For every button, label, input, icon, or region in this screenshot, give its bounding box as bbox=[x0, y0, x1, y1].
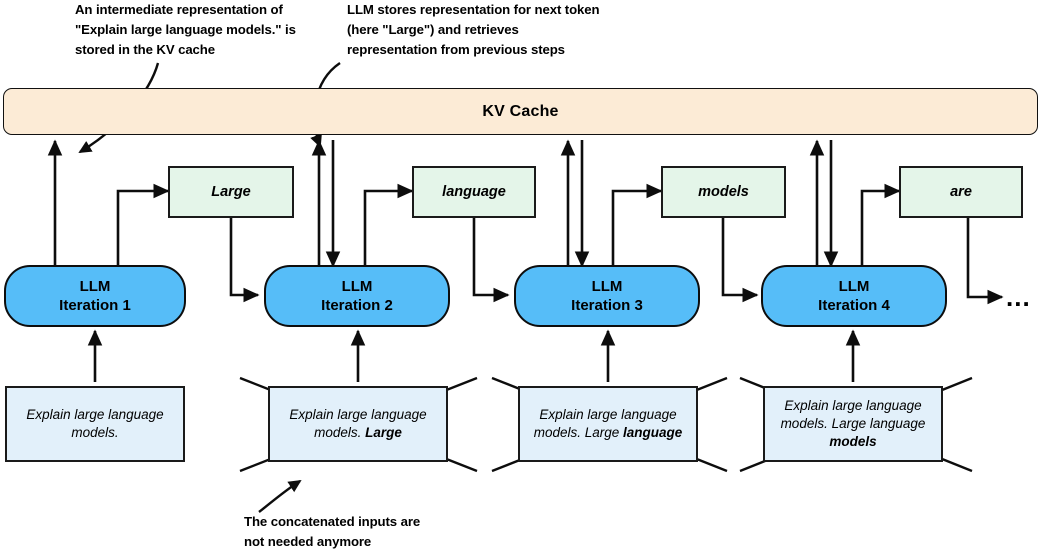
input-box-iteration-3[interactable]: Explain large language models. Large lan… bbox=[518, 386, 698, 462]
input-1-prefix: Explain large language models. bbox=[26, 407, 164, 440]
llm-iteration-4-box[interactable]: LLM Iteration 4 bbox=[761, 265, 947, 327]
input-2-prefix: Explain large language models. bbox=[289, 407, 427, 440]
llm-iteration-2-box[interactable]: LLM Iteration 2 bbox=[264, 265, 450, 327]
llm-iteration-2-line1: LLM bbox=[341, 277, 373, 295]
token-box-language[interactable]: language bbox=[412, 166, 536, 218]
llm-iteration-1-line1: LLM bbox=[79, 277, 111, 295]
annotation-concatenated-inputs: The concatenated inputs are not needed a… bbox=[244, 514, 421, 550]
llm-iteration-1-line2: Iteration 1 bbox=[59, 296, 131, 314]
llm-iteration-4-line2: Iteration 4 bbox=[818, 296, 890, 314]
kv-cache-bar[interactable]: KV Cache bbox=[3, 88, 1038, 135]
llm-iteration-3-line2: Iteration 3 bbox=[571, 296, 643, 314]
input-4-new-token: models bbox=[829, 433, 877, 449]
llm-iteration-3-line1: LLM bbox=[591, 277, 623, 295]
annotation-kv-cache-intermediate: An intermediate representation of "Expla… bbox=[75, 2, 296, 58]
llm-iteration-3-box[interactable]: LLM Iteration 3 bbox=[514, 265, 700, 327]
input-box-iteration-1[interactable]: Explain large language models. bbox=[5, 386, 185, 462]
llm-iteration-4-line1: LLM bbox=[838, 277, 870, 295]
token-box-models[interactable]: models bbox=[661, 166, 786, 218]
input-2-new-token: Large bbox=[365, 425, 402, 440]
continuation-ellipsis: ... bbox=[1006, 282, 1031, 312]
token-box-are[interactable]: are bbox=[899, 166, 1023, 218]
input-3-prefix: Explain large language models. Large bbox=[533, 407, 677, 440]
token-box-large[interactable]: Large bbox=[168, 166, 294, 218]
input-3-new-token: language bbox=[623, 425, 683, 440]
llm-iteration-1-box[interactable]: LLM Iteration 1 bbox=[4, 265, 186, 327]
llm-iteration-2-line2: Iteration 2 bbox=[321, 296, 393, 314]
input-4-prefix: Explain large language models. Large lan… bbox=[780, 398, 926, 432]
input-box-iteration-2[interactable]: Explain large language models. Large bbox=[268, 386, 448, 462]
input-box-iteration-4[interactable]: Explain large language models. Large lan… bbox=[763, 386, 943, 462]
annotation-store-retrieve: LLM stores representation for next token… bbox=[347, 2, 600, 58]
